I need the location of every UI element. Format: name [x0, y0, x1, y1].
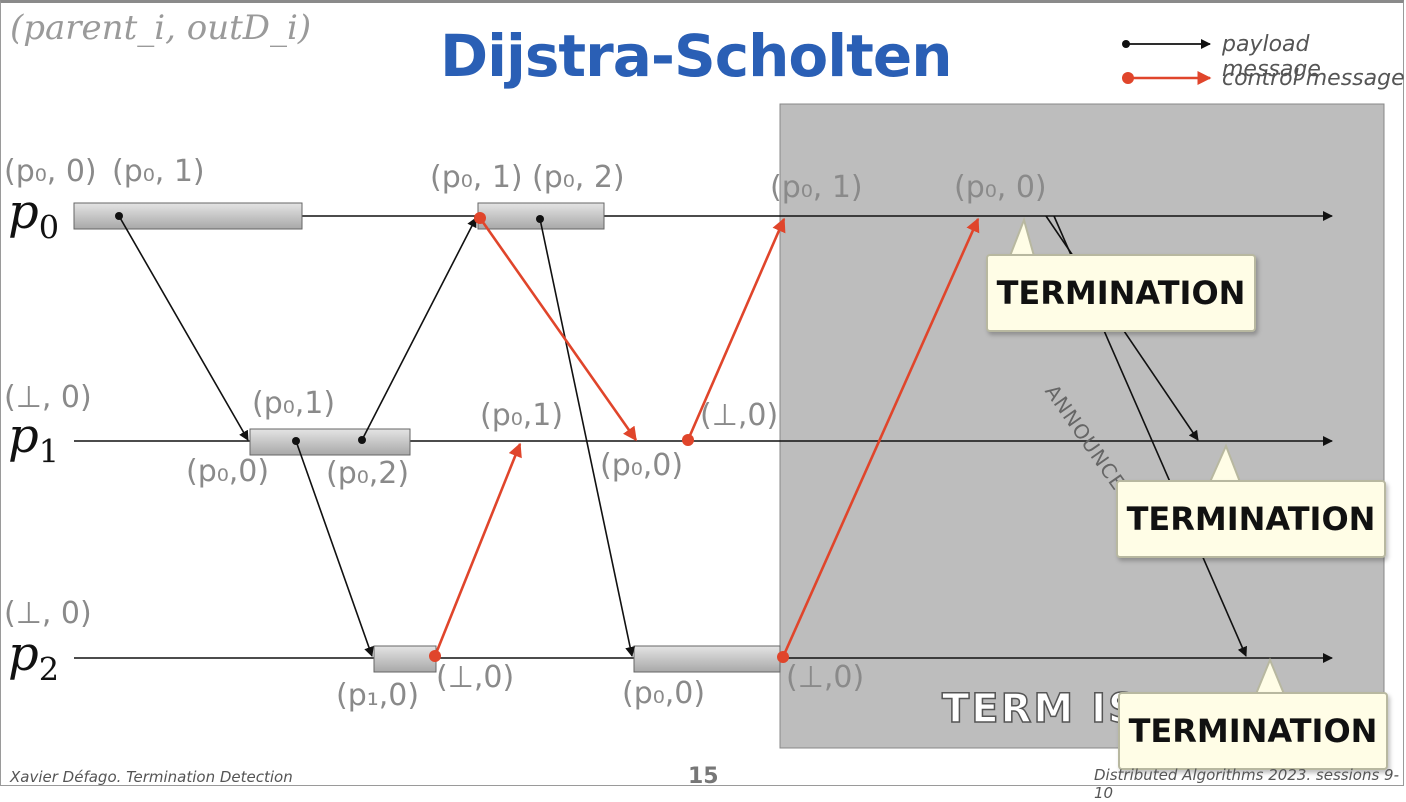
tuple-p0-e: (p₀, 1)	[770, 170, 863, 205]
activity-bar-p1-1	[249, 428, 411, 456]
tuple-p1-c: (p₀,2)	[326, 456, 410, 491]
activity-bar-p0-1	[73, 202, 303, 230]
termination-callout-p0: TERMINATION	[986, 254, 1256, 332]
tuple-p2-c: (p₀,0)	[622, 676, 706, 711]
legend-payload-dot	[1122, 40, 1130, 48]
tuple-p0-d: (p₀, 2)	[532, 160, 625, 195]
tuple-p0-f: (p₀, 0)	[954, 170, 1047, 205]
corner-label: (parent_i, outD_i)	[10, 8, 312, 48]
legend-control-dot	[1122, 72, 1134, 84]
tuple-p1-f: (⊥,0)	[700, 398, 779, 433]
payload-dots	[115, 212, 544, 445]
footer-author: Xavier Défago. Termination Detection	[10, 768, 293, 786]
tuple-p2-b: (⊥,0)	[436, 660, 515, 695]
tuple-p1-e: (p₀,0)	[600, 448, 684, 483]
process-label-p2: p2	[8, 626, 60, 689]
tuple-p0-c: (p₀, 1)	[430, 160, 523, 195]
tuple-p1-d: (p₀,1)	[480, 398, 564, 433]
activity-bar-p2-1	[373, 645, 437, 673]
tuple-p1-b: (p₀,0)	[186, 454, 270, 489]
tuple-p2-a: (p₁,0)	[336, 678, 420, 713]
process-label-p0: p0	[8, 184, 60, 247]
legend-control-label: control message	[1222, 66, 1405, 91]
footer-course: Distributed Algorithms 2023. sessions 9-…	[1094, 766, 1399, 802]
termination-callout-p2: TERMINATION	[1118, 692, 1388, 770]
page-number: 15	[688, 764, 719, 789]
term-is-overlay: TERM IS	[941, 685, 1139, 733]
tuple-p2-d: (⊥,0)	[786, 660, 865, 695]
tuple-p1-init: (⊥, 0)	[4, 380, 92, 415]
tuple-p2-init: (⊥, 0)	[4, 596, 92, 631]
termination-callout-p1: TERMINATION	[1116, 480, 1386, 558]
terminated-region	[779, 103, 1385, 749]
tuple-p0-a: (p₀, 0)	[4, 154, 97, 189]
slide-frame	[0, 0, 1404, 786]
slide-title: Dijstra-Scholten	[440, 22, 952, 90]
tuple-p1-a: (p₀,1)	[252, 386, 336, 421]
tuple-p0-b: (p₀, 1)	[112, 154, 205, 189]
control-dots	[429, 212, 789, 663]
control-messages	[433, 217, 980, 658]
process-label-p1: p1	[8, 408, 60, 471]
legend-payload-label: payload message	[1222, 32, 1321, 82]
activity-bar-p2-2	[633, 645, 781, 673]
